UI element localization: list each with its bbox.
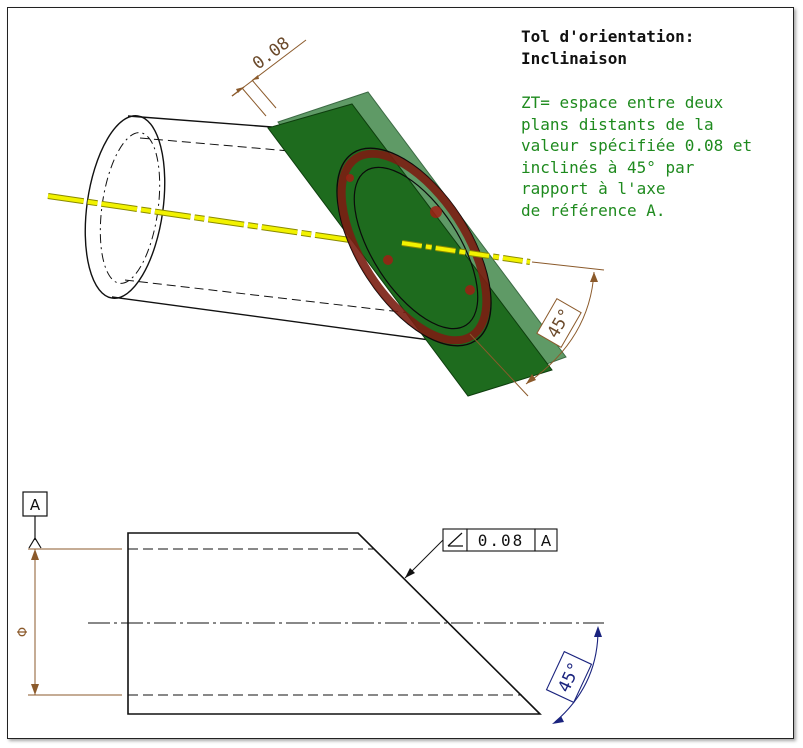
- angle-dimension: 45°: [545, 626, 602, 724]
- feature-control-frame: 0.08 A: [404, 528, 558, 579]
- caption-title-line1: Tol d'orientation:: [521, 27, 695, 46]
- orthographic-view: A Φ 0.08 A: [16, 491, 604, 724]
- cylinder-hidden-top: [139, 137, 371, 159]
- cylinder-hidden-bottom: [124, 279, 471, 321]
- iso-view: 0.08 45°: [47, 33, 605, 397]
- iso-angle-box: [536, 297, 582, 349]
- caption-line: valeur spécifiée 0.08 et: [521, 136, 753, 155]
- drawing-frame: [7, 7, 794, 739]
- angularity-icon: [447, 532, 463, 547]
- cylinder-bottom-line: [111, 296, 453, 344]
- part-outline: [127, 532, 542, 715]
- caption-line: rapport à l'axe: [521, 179, 666, 198]
- datum-axis-left: [47, 193, 351, 243]
- caption-body: ZT= espace entre deux plans distants de …: [521, 92, 752, 221]
- caption-title-line2: Inclinaison: [521, 49, 627, 68]
- caption-line: inclinés à 45° par: [521, 157, 695, 177]
- iso-tolerance-value: 0.08: [249, 33, 294, 74]
- angle-box: [545, 650, 593, 704]
- datum-triangle: [28, 536, 42, 549]
- diameter-dimension: Φ: [16, 548, 122, 696]
- datum-axis-right: [401, 240, 531, 265]
- cylinder-top-line: [127, 115, 273, 128]
- iso-tolerance-dimension: 0.08: [231, 33, 307, 117]
- fcf-tolerance-value: 0.08: [478, 531, 525, 550]
- datum-letter: A: [30, 496, 41, 514]
- caption-line: ZT= espace entre deux: [521, 93, 724, 112]
- fcf-datum-letter: A: [541, 532, 552, 550]
- diameter-symbol: Φ: [16, 627, 31, 637]
- caption-title: Tol d'orientation: Inclinaison: [521, 26, 694, 70]
- caption-line: plans distants de la: [521, 114, 714, 134]
- caption-line: de référence A.: [521, 200, 666, 220]
